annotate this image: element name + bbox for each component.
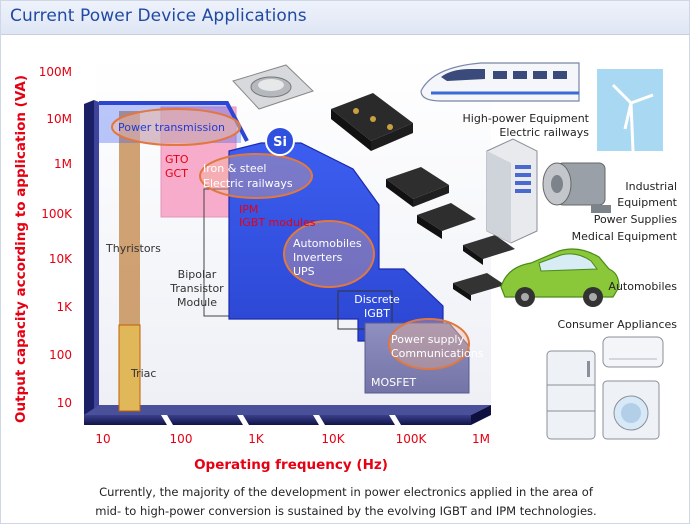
y-tick-10: 10	[57, 396, 72, 410]
footer-caption: Currently, the majority of the developme…	[11, 483, 681, 521]
x-tick-100: 100	[170, 432, 193, 446]
si-label: Si	[273, 135, 287, 150]
discrete-label: Discrete	[354, 293, 400, 306]
header-bar: Current Power Device Applications	[1, 1, 689, 35]
gto-label: GTO	[165, 153, 189, 166]
x-tick-1M: 1M	[472, 432, 490, 446]
triac-region	[118, 324, 141, 412]
industrial-label: Industrial	[625, 180, 677, 193]
thyristors-label: Thyristors	[105, 242, 161, 255]
mosfet-label: MOSFET	[371, 376, 416, 389]
medical-equipment-label: Medical Equipment	[572, 230, 678, 243]
ups-label: UPS	[293, 265, 315, 278]
y-tick-100: 100	[49, 348, 72, 362]
y-tick-1K: 1K	[56, 300, 73, 314]
triac-label: Triac	[130, 367, 156, 380]
power-supply-cabinet-icon	[486, 138, 538, 244]
mosfet-region	[364, 322, 470, 394]
refrigerator-icon	[546, 350, 596, 440]
power-transmission-ellipse	[111, 108, 241, 146]
y-axis-label: Output capacity according to application…	[13, 75, 29, 423]
equipment-label: Equipment	[617, 196, 677, 209]
washing-machine-icon	[602, 380, 660, 440]
air-conditioner-icon	[602, 336, 664, 368]
industrial-motor-icon	[542, 162, 611, 213]
bipolar-label-2: Transistor	[169, 282, 224, 295]
ipm-small-module-icon	[417, 203, 476, 239]
press-pack-device-icon	[232, 64, 314, 110]
gct-label: GCT	[165, 167, 188, 180]
iron-steel-ellipse	[199, 153, 313, 199]
automobiles-ellipse	[283, 220, 375, 288]
y-tick-labels: 100M 10M 1M 100K 10K 1K 100 10	[39, 65, 73, 410]
y-tick-100M: 100M	[39, 65, 72, 79]
bipolar-label-3: Module	[177, 296, 217, 309]
y-axis-bar	[84, 100, 94, 415]
x-axis-floor-end	[471, 405, 491, 425]
x-axis-floor	[84, 415, 471, 425]
ipm-label: IPM	[239, 203, 258, 216]
high-power-label: High-power Equipment	[463, 112, 590, 125]
iron-steel-label: Iron & steel	[203, 162, 266, 175]
power-supply-label: Power supply	[391, 333, 464, 346]
electric-railways-label: Electric railways	[203, 177, 293, 190]
igbt-module-large-icon	[331, 93, 413, 151]
electric-railways-side-label: Electric railways	[499, 126, 589, 139]
x-tick-10: 10	[95, 432, 110, 446]
automobiles-side-label: Automobiles	[608, 280, 677, 293]
y-axis-bar-side	[94, 100, 99, 411]
side-labels: High-power Equipment Electric railways I…	[463, 112, 678, 331]
power-transmission-label: Power transmission	[118, 121, 225, 134]
power-supply-ellipse	[388, 318, 470, 370]
x-tick-10K: 10K	[321, 432, 345, 446]
igbt-modules-label: IGBT modules	[239, 216, 316, 229]
inverters-label: Inverters	[293, 251, 343, 264]
automobiles-app-label: Automobiles	[293, 237, 362, 250]
x-tick-100K: 100K	[396, 432, 428, 446]
communications-label: Communications	[391, 347, 484, 360]
green-car-icon	[500, 248, 620, 307]
bullet-train-icon	[420, 62, 580, 102]
si-badge	[265, 126, 295, 156]
page-title: Current Power Device Applications	[10, 6, 307, 26]
discrete-igbt-label: IGBT	[364, 307, 390, 320]
y-tick-100K: 100K	[41, 207, 73, 221]
x-tick-labels: 10 100 1K 10K 100K 1M	[95, 432, 490, 446]
power-supplies-label: Power Supplies	[594, 213, 678, 226]
footer-line-1: Currently, the majority of the developme…	[99, 485, 593, 499]
x-axis-floor-top	[84, 405, 491, 415]
footer-line-2: mid- to high-power conversion is sustain…	[95, 504, 597, 518]
y-tick-10K: 10K	[49, 252, 73, 266]
y-tick-1M: 1M	[54, 157, 72, 171]
discrete-package-icon	[463, 235, 515, 265]
consumer-appliances-label: Consumer Appliances	[558, 318, 678, 331]
y-tick-10M: 10M	[46, 112, 72, 126]
x-tick-1K: 1K	[248, 432, 265, 446]
bipolar-label-1: Bipolar	[178, 268, 217, 281]
mosfet-package-icon	[453, 273, 505, 301]
x-axis-label: Operating frequency (Hz)	[194, 457, 388, 473]
ipm-module-icon	[386, 167, 449, 207]
x-tick-notches	[161, 415, 401, 425]
wind-turbine-icon	[597, 69, 663, 152]
